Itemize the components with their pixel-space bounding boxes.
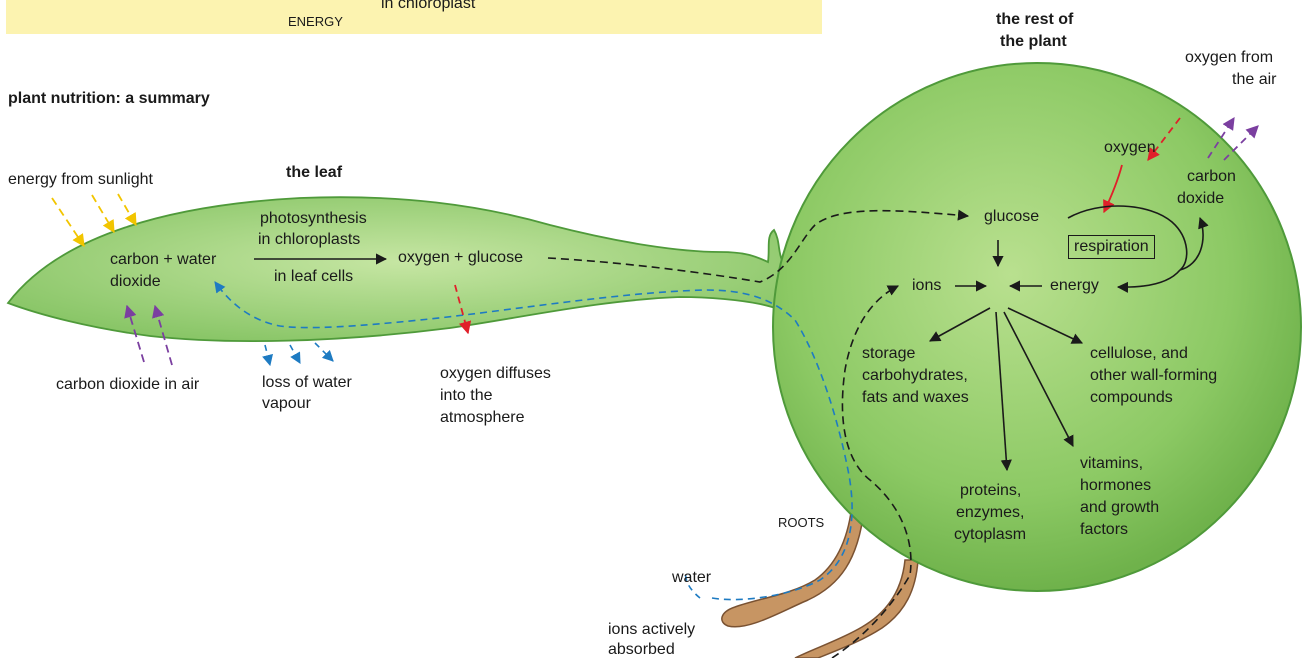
carbon-water-label: carbon + water bbox=[110, 250, 216, 270]
oxygen-label: oxygen bbox=[1104, 138, 1156, 158]
loss-of-water-label-2: vapour bbox=[262, 394, 311, 414]
carbon-dioxide-out-label-2: doxide bbox=[1177, 189, 1224, 209]
vitamins-label-4: factors bbox=[1080, 520, 1128, 540]
dioxide-label: dioxide bbox=[110, 272, 161, 292]
banner-energy: ENERGY bbox=[288, 14, 343, 30]
oxygen-glucose-label: oxygen + glucose bbox=[398, 248, 523, 268]
plant-ball bbox=[773, 63, 1301, 591]
storage-label-2: carbohydrates, bbox=[862, 366, 968, 386]
photosynthesis-label-1: photosynthesis bbox=[260, 209, 367, 229]
oxygen-from-air-label-1: oxygen from bbox=[1185, 48, 1273, 68]
cellulose-label-1: cellulose, and bbox=[1090, 344, 1188, 364]
cellulose-label-3: compounds bbox=[1090, 388, 1173, 408]
energy-label: energy bbox=[1050, 276, 1099, 296]
carbon-dioxide-out-label-1: carbon bbox=[1187, 167, 1236, 187]
ions-absorbed-label-1: ions actively bbox=[608, 620, 695, 640]
oxygen-diffuses-label-2: into the bbox=[440, 386, 492, 406]
oxygen-diffuses-label-1: oxygen diffuses bbox=[440, 364, 551, 384]
vitamins-label-1: vitamins, bbox=[1080, 454, 1143, 474]
root-lower bbox=[795, 560, 918, 658]
loss-of-water-label-1: loss of water bbox=[262, 373, 352, 393]
ions-label: ions bbox=[912, 276, 941, 296]
plant-title-1: the rest of bbox=[996, 10, 1073, 30]
ions-absorbed-label-2: absorbed bbox=[608, 640, 675, 660]
proteins-label-1: proteins, bbox=[960, 481, 1021, 501]
proteins-label-3: cytoplasm bbox=[954, 525, 1026, 545]
oxygen-from-air-label-2: the air bbox=[1232, 70, 1276, 90]
water-label: water bbox=[672, 568, 711, 588]
glucose-label: glucose bbox=[984, 207, 1039, 227]
roots-label: ROOTS bbox=[778, 515, 824, 531]
cellulose-label-2: other wall-forming bbox=[1090, 366, 1217, 386]
energy-from-sunlight-label: energy from sunlight bbox=[8, 170, 153, 190]
plant-title-2: the plant bbox=[1000, 32, 1067, 52]
photosynthesis-label-2: in chloroplasts bbox=[258, 230, 360, 250]
storage-label-1: storage bbox=[862, 344, 915, 364]
leaf-title: the leaf bbox=[286, 163, 342, 183]
proteins-label-2: enzymes, bbox=[956, 503, 1024, 523]
photosynthesis-label-3: in leaf cells bbox=[274, 267, 353, 287]
storage-label-3: fats and waxes bbox=[862, 388, 969, 408]
carbon-dioxide-in-air-label: carbon dioxide in air bbox=[56, 375, 199, 395]
vitamins-label-3: and growth bbox=[1080, 498, 1159, 518]
banner-chloroplast: in chloroplast bbox=[381, 0, 475, 14]
diagram-title: plant nutrition: a summary bbox=[8, 89, 210, 109]
oxygen-diffuses-label-3: atmosphere bbox=[440, 408, 525, 428]
vitamins-label-2: hormones bbox=[1080, 476, 1151, 496]
respiration-box: respiration bbox=[1068, 235, 1155, 259]
